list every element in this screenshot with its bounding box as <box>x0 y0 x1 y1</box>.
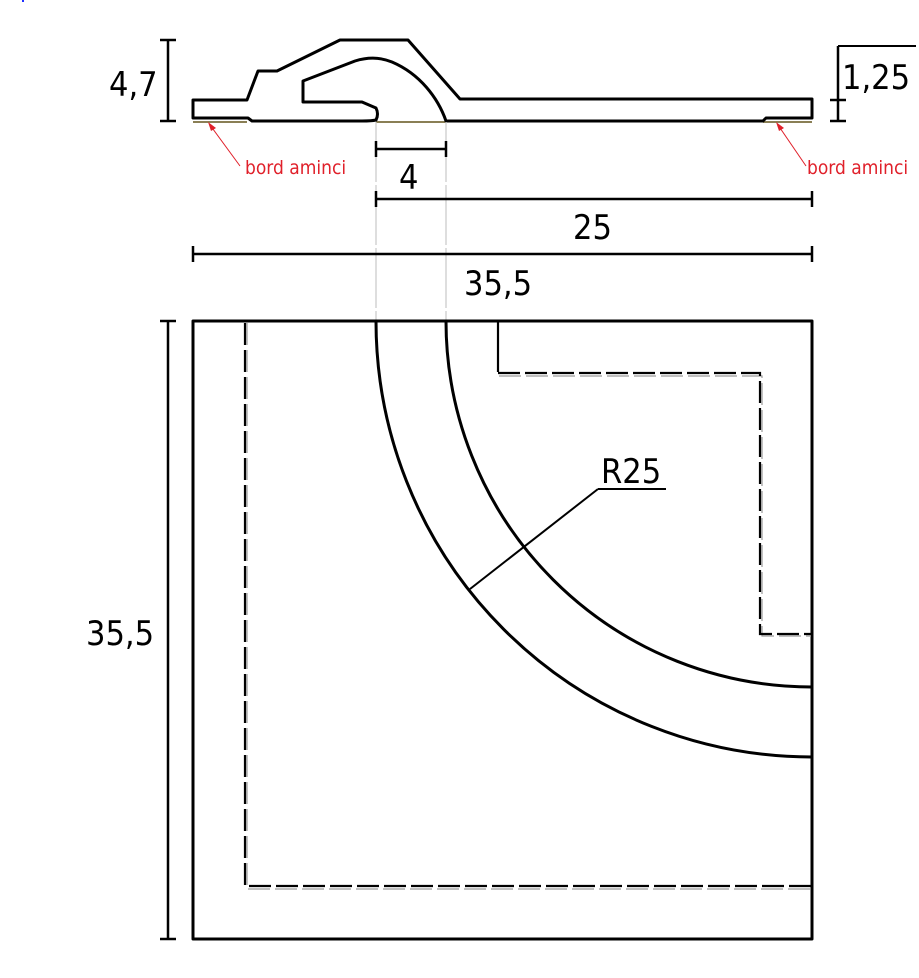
plan-outline <box>191 319 814 941</box>
radius-callout: R25 <box>469 452 666 590</box>
annotation-left: bord aminci <box>208 122 346 179</box>
height-dim-label: 4,7 <box>109 65 158 105</box>
plan-height-dimension: 35,5 <box>86 319 176 941</box>
corner-marker <box>22 0 24 2</box>
profile-outline <box>191 38 814 123</box>
profile-view: 4,7 1,25 bord aminci bord aminci <box>109 38 916 179</box>
thin-edge-dim-label: 1,25 <box>842 58 910 98</box>
groove-width-dimension: 4 <box>374 141 448 198</box>
annotation-right-label: bord aminci <box>807 157 908 179</box>
arc-inner <box>444 319 814 689</box>
groove-width-dim-label: 4 <box>399 158 418 198</box>
thin-edge-dimension: 1,25 <box>830 45 916 123</box>
plan-height-dim-label: 35,5 <box>86 614 154 654</box>
hidden-line-outer <box>243 323 811 888</box>
annotation-left-label: bord aminci <box>245 157 346 179</box>
overall-width-dim-label: 35,5 <box>464 264 532 304</box>
inner-to-edge-dimension: 25 <box>374 191 814 248</box>
projection-lines <box>375 122 447 321</box>
plan-view: R25 35,5 <box>86 319 814 941</box>
overall-width-dimension: 35,5 <box>191 246 814 304</box>
arc-outer <box>374 319 814 759</box>
radius-label: R25 <box>601 452 661 492</box>
height-dimension: 4,7 <box>109 38 176 123</box>
inner-to-edge-dim-label: 25 <box>573 208 612 248</box>
profile-hook <box>301 56 448 123</box>
annotation-right: bord aminci <box>776 122 908 179</box>
hidden-line-inner <box>498 371 811 636</box>
